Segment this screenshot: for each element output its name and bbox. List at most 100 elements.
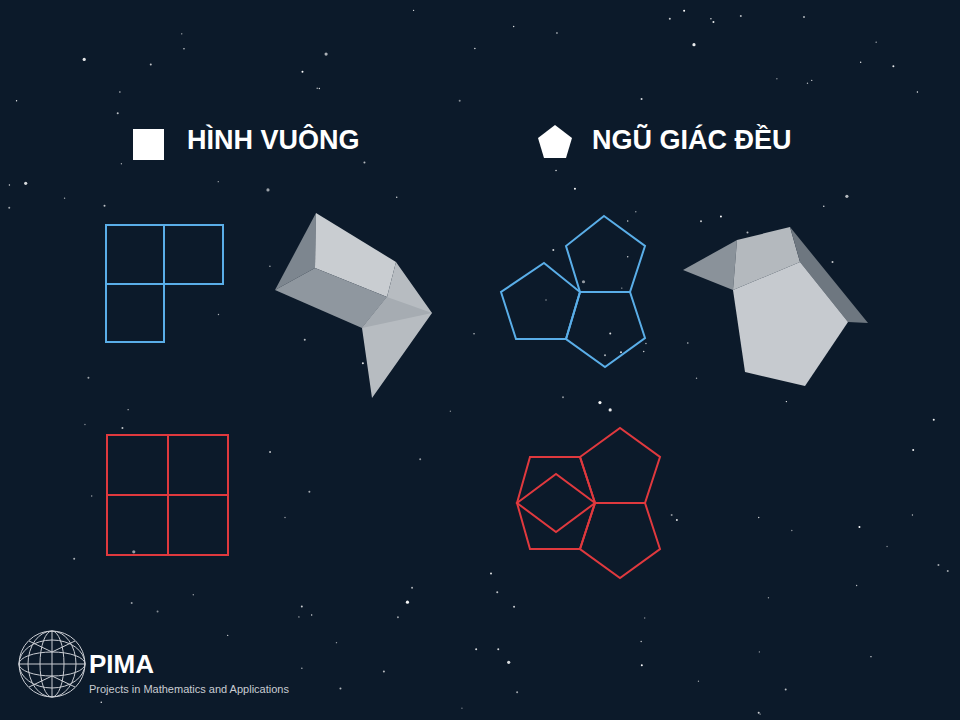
star — [87, 377, 89, 379]
solid-face — [683, 240, 737, 290]
star — [892, 65, 894, 67]
star — [758, 517, 759, 518]
star — [712, 21, 714, 23]
star — [119, 91, 120, 92]
star — [768, 597, 769, 598]
star — [574, 188, 576, 190]
star — [759, 713, 760, 714]
star — [692, 43, 695, 46]
star — [785, 689, 787, 691]
logo-line — [52, 631, 53, 697]
square-face — [107, 435, 168, 495]
pentagon-icon — [538, 125, 572, 158]
star — [858, 526, 860, 528]
star — [227, 635, 228, 636]
solid-face — [733, 262, 848, 386]
logo-line — [29, 676, 75, 687]
star — [301, 605, 303, 607]
star — [461, 707, 462, 708]
star — [8, 207, 10, 209]
star — [627, 256, 628, 257]
star — [266, 188, 269, 191]
star — [9, 184, 10, 185]
star — [24, 182, 27, 185]
star — [496, 591, 498, 593]
star — [791, 530, 792, 531]
star — [218, 314, 219, 315]
pentagon-face — [501, 263, 580, 339]
star — [696, 378, 697, 379]
solid-face — [362, 262, 432, 398]
star — [316, 88, 317, 89]
star — [937, 564, 939, 566]
star — [269, 265, 270, 266]
star — [324, 52, 327, 55]
square-net — [106, 225, 223, 342]
star — [413, 10, 414, 11]
star — [556, 32, 558, 34]
star — [459, 100, 461, 102]
star — [758, 712, 760, 714]
star — [545, 299, 546, 300]
star — [687, 342, 688, 343]
star — [933, 419, 935, 421]
section-heading: HÌNH VUÔNG — [187, 126, 360, 156]
logo-text: PIMA — [89, 650, 154, 679]
star — [513, 26, 514, 27]
star — [609, 333, 611, 335]
star — [362, 362, 364, 364]
pima-logo — [19, 631, 85, 697]
star — [73, 558, 75, 560]
star — [621, 287, 622, 288]
star — [193, 594, 194, 595]
star — [490, 572, 492, 574]
star — [101, 702, 102, 703]
star — [319, 88, 320, 89]
star — [104, 205, 106, 207]
pentagon-corner-3d — [683, 227, 868, 386]
star — [127, 409, 128, 410]
star — [419, 458, 421, 460]
square-face — [106, 284, 164, 342]
star — [474, 48, 475, 49]
star — [912, 514, 913, 515]
pentagon-overlap — [517, 428, 660, 578]
star — [396, 197, 397, 198]
star — [406, 601, 409, 604]
star — [397, 616, 399, 618]
star-field — [8, 10, 949, 715]
square-tiling — [107, 435, 228, 555]
star — [845, 195, 848, 198]
star — [513, 606, 515, 608]
star — [132, 550, 135, 553]
solid-face — [362, 297, 432, 328]
star — [83, 58, 86, 61]
star — [218, 181, 219, 182]
pentagon-face — [566, 216, 645, 292]
star — [497, 648, 499, 650]
star — [832, 261, 834, 263]
star — [811, 80, 812, 81]
star — [157, 611, 159, 613]
star — [870, 656, 871, 657]
square-face — [168, 435, 228, 495]
star — [64, 197, 65, 198]
star — [856, 585, 857, 586]
star — [710, 18, 711, 19]
star — [740, 15, 742, 17]
star — [786, 401, 787, 402]
star — [860, 62, 861, 63]
star — [308, 491, 310, 493]
star — [807, 83, 808, 84]
logo-sphere — [19, 631, 85, 697]
star — [363, 161, 365, 163]
logo-subtitle: Projects in Mathematics and Applications — [89, 683, 289, 695]
star — [643, 351, 644, 352]
star — [676, 519, 678, 521]
pentagon-face — [517, 457, 595, 549]
star — [641, 98, 643, 100]
star — [84, 424, 85, 425]
star — [516, 691, 518, 693]
